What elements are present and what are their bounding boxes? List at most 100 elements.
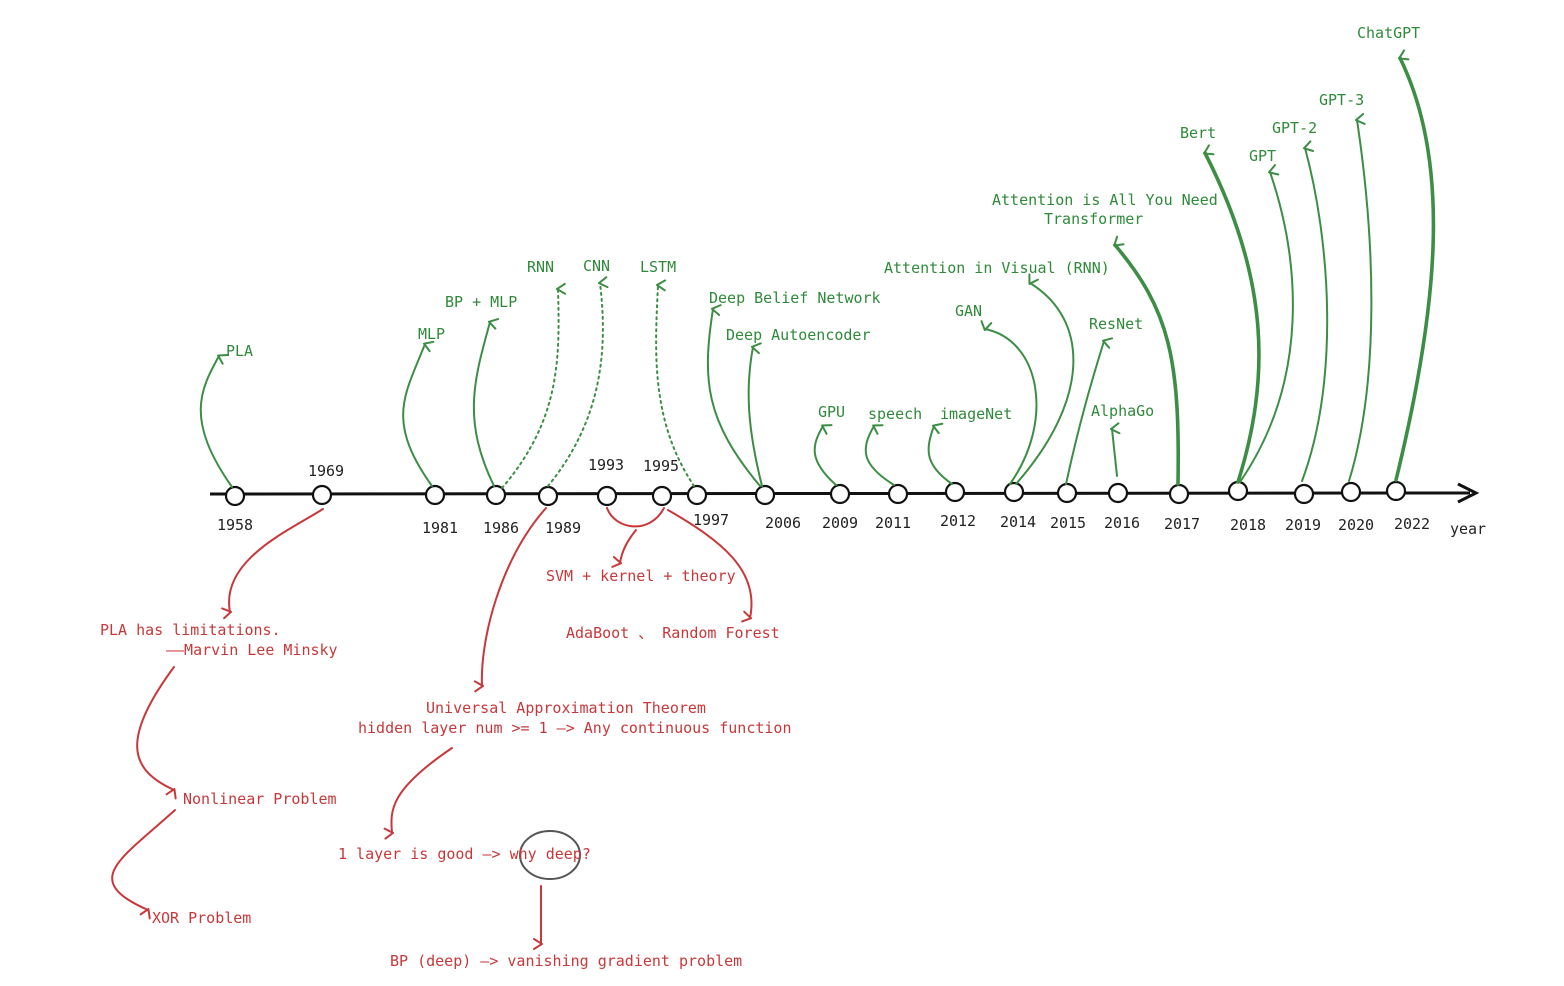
node-2011 bbox=[887, 483, 909, 505]
arrow-imagenet bbox=[927, 426, 953, 485]
label-uat-detail: hidden layer num >= 1 —> Any continuous … bbox=[358, 719, 791, 737]
arrow-svm bbox=[620, 529, 637, 563]
year-label: 2018 bbox=[1230, 516, 1266, 534]
label-attn-visual: Attention in Visual (RNN) bbox=[884, 259, 1110, 277]
arrow-attn-visual bbox=[1015, 283, 1075, 485]
year-label: 1958 bbox=[217, 516, 253, 534]
node-1981 bbox=[424, 484, 446, 506]
label-speech: speech bbox=[868, 405, 922, 423]
label-pla: PLA bbox=[226, 342, 253, 360]
year-label: 1995 bbox=[643, 457, 679, 475]
setback-arrows bbox=[111, 507, 752, 944]
label-bp-deep: BP (deep) —> vanishing gradient problem bbox=[390, 952, 742, 970]
arrow-alphago bbox=[1112, 429, 1117, 477]
brace-svm bbox=[606, 507, 665, 528]
year-label: 2015 bbox=[1050, 514, 1086, 532]
arrow-gpt3 bbox=[1348, 120, 1373, 482]
arrow-resnet bbox=[1065, 341, 1104, 485]
label-pla-limit: PLA has limitations. bbox=[100, 621, 281, 639]
label-adaboost: AdaBoot 、 Random Forest bbox=[566, 624, 780, 642]
node-2018 bbox=[1227, 480, 1249, 502]
arrow-pla bbox=[199, 356, 233, 488]
node-2020 bbox=[1340, 481, 1362, 503]
label-resnet: ResNet bbox=[1089, 315, 1143, 333]
node-1986 bbox=[485, 484, 507, 506]
arrow-gan bbox=[985, 329, 1038, 485]
setback-labels: PLA has limitations. ——Marvin Lee Minsky… bbox=[100, 567, 791, 970]
year-label: 2014 bbox=[1000, 513, 1036, 531]
year-label: 1993 bbox=[588, 456, 624, 474]
progress-arrows bbox=[199, 58, 1436, 489]
year-label: 2017 bbox=[1164, 515, 1200, 533]
year-label: 1986 bbox=[483, 519, 519, 537]
node-1997 bbox=[686, 484, 708, 506]
year-label: 2022 bbox=[1394, 515, 1430, 533]
label-cnn: CNN bbox=[583, 257, 610, 275]
label-transformer: Transformer bbox=[1044, 210, 1143, 228]
label-minsky: ——Marvin Lee Minsky bbox=[166, 641, 338, 659]
arrow-transformer bbox=[1115, 245, 1181, 486]
year-label: 1969 bbox=[308, 462, 344, 480]
label-attn-need: Attention is All You Need bbox=[992, 191, 1218, 209]
arrow-speech bbox=[864, 426, 895, 486]
label-dae: Deep Autoencoder bbox=[726, 326, 871, 344]
node-1969 bbox=[311, 484, 333, 506]
year-label: 2011 bbox=[875, 514, 911, 532]
node-2014 bbox=[1003, 481, 1025, 503]
year-label: 2019 bbox=[1285, 516, 1321, 534]
arrow-rnn bbox=[501, 289, 559, 489]
label-chatgpt: ChatGPT bbox=[1357, 24, 1420, 42]
label-one-layer: 1 layer is good —> why deep? bbox=[338, 845, 591, 863]
arrow-gpu bbox=[813, 426, 837, 486]
label-gpt3: GPT-3 bbox=[1319, 91, 1364, 109]
arrow-bp-mlp bbox=[472, 322, 494, 487]
timeline-axis-arrowhead bbox=[1457, 482, 1480, 504]
milestone-labels: PLA MLP BP + MLP RNN CNN LSTM Deep Belie… bbox=[226, 24, 1420, 423]
arrow-bert bbox=[1205, 153, 1261, 484]
label-bp-mlp: BP + MLP bbox=[445, 293, 517, 311]
label-xor: XOR Problem bbox=[152, 909, 251, 927]
arrow-adaboost bbox=[667, 509, 752, 618]
year-label: 2016 bbox=[1104, 514, 1140, 532]
node-2017 bbox=[1168, 483, 1190, 505]
arrow-uat bbox=[482, 507, 547, 686]
label-lstm: LSTM bbox=[640, 258, 676, 276]
label-gpt2: GPT-2 bbox=[1272, 119, 1317, 137]
year-nodes bbox=[224, 480, 1407, 507]
arrow-pla-limit bbox=[229, 508, 324, 612]
year-label: 2020 bbox=[1338, 516, 1374, 534]
node-2015 bbox=[1056, 482, 1078, 504]
arrow-one-layer bbox=[391, 747, 453, 833]
arrow-dbn bbox=[706, 309, 761, 487]
axis-label-year: year bbox=[1450, 520, 1486, 538]
arrow-gpt2 bbox=[1301, 148, 1329, 482]
label-gpu: GPU bbox=[818, 403, 845, 421]
arrow-mlp bbox=[402, 344, 432, 487]
node-1993 bbox=[596, 485, 618, 507]
label-bert: Bert bbox=[1180, 124, 1216, 142]
arrow-lstm bbox=[655, 285, 695, 487]
node-2022 bbox=[1385, 480, 1407, 502]
label-uat-title: Universal Approximation Theorem bbox=[426, 699, 706, 717]
year-label: 1997 bbox=[693, 511, 729, 529]
node-2012 bbox=[944, 481, 966, 503]
node-1958 bbox=[224, 485, 246, 507]
label-mlp: MLP bbox=[418, 325, 445, 343]
year-label: 2009 bbox=[822, 514, 858, 532]
arrow-xor bbox=[111, 809, 176, 910]
arrow-chatgpt bbox=[1394, 58, 1436, 482]
year-label: 2012 bbox=[940, 512, 976, 530]
node-1995 bbox=[651, 485, 673, 507]
deep-highlight-circle bbox=[519, 830, 581, 880]
label-imagenet: imageNet bbox=[940, 405, 1012, 423]
node-2009 bbox=[829, 483, 851, 505]
year-labels: 1958 1969 1981 1986 1989 1993 1995 1997 … bbox=[217, 456, 1486, 538]
label-gpt: GPT bbox=[1249, 147, 1276, 165]
arrow-gpt bbox=[1239, 172, 1294, 483]
arrow-cnn bbox=[547, 283, 603, 487]
arrow-dae bbox=[747, 347, 763, 487]
node-1989 bbox=[537, 485, 559, 507]
label-alphago: AlphaGo bbox=[1091, 402, 1154, 420]
